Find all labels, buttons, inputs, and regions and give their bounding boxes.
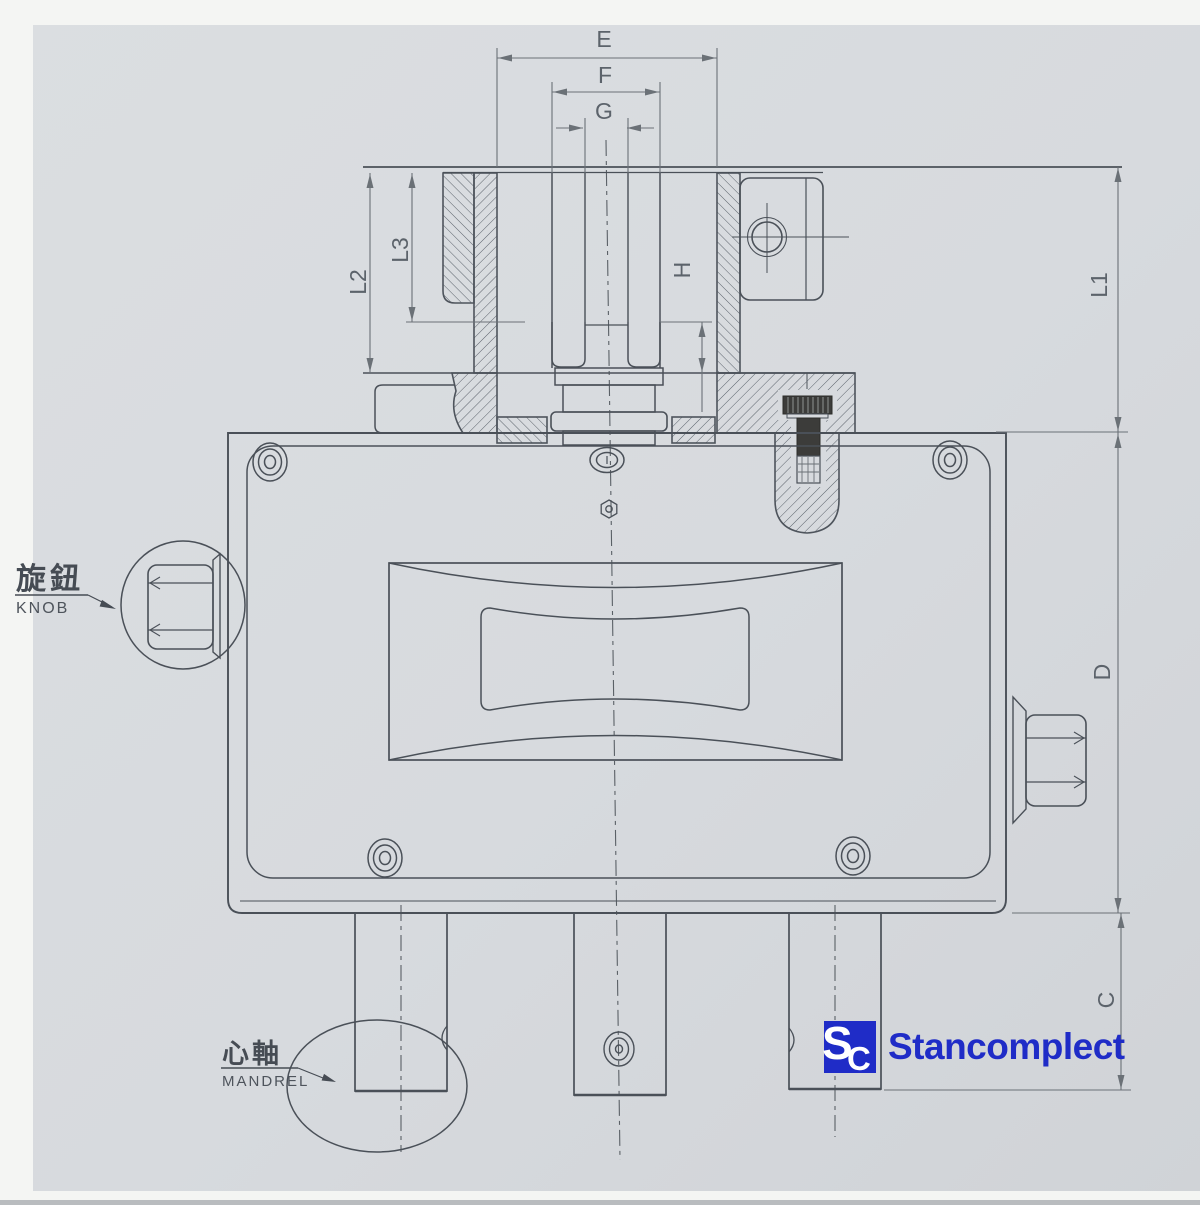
right-knob-hex xyxy=(1025,714,1087,807)
right-knob-washer xyxy=(1012,695,1027,825)
outer-sleeve-left-a xyxy=(442,172,475,304)
right-shaft-break-arc xyxy=(788,1027,795,1053)
logo-monogram-s: S xyxy=(822,1017,853,1069)
main-axis-centerline xyxy=(605,139,621,1161)
mandrel-leader-arrow xyxy=(321,1073,336,1082)
mandrel-label-en: MANDREL xyxy=(222,1073,309,1090)
top-center-hole xyxy=(589,446,625,474)
base-plate-left xyxy=(451,372,498,434)
dimension-labels: E F G L2 L3 H L1 D C xyxy=(345,26,1119,1008)
pillow-bottom-arc xyxy=(388,734,843,761)
mandrel-callout: 心軸 MANDREL xyxy=(221,1039,336,1090)
knob-callout: 旋鈕 KNOB xyxy=(15,562,116,617)
center-hex-screw xyxy=(600,499,618,519)
screw-knurled-head xyxy=(782,395,833,415)
pillow-emboss xyxy=(388,562,843,761)
middle-shaft-hole xyxy=(603,1031,635,1067)
thread-lines xyxy=(798,457,819,482)
logo-square xyxy=(824,1021,876,1073)
dim-label-c: C xyxy=(1093,992,1119,1009)
knob-label-en: KNOB xyxy=(16,600,69,617)
knurl-lines xyxy=(787,397,829,413)
nut-stack-bottom xyxy=(562,430,656,446)
stancomplect-logo: S C Stancomplect xyxy=(822,1017,1125,1077)
dim-label-e: E xyxy=(596,26,611,52)
seat-block-left xyxy=(496,416,548,444)
left-knob-hex xyxy=(147,564,214,650)
collet-foot-left xyxy=(551,322,586,368)
knob-leader-arrow xyxy=(99,599,116,609)
knob-label-zh: 旋鈕 xyxy=(16,562,84,596)
screw-thread-tip xyxy=(796,455,821,484)
body-outline xyxy=(227,432,1007,914)
outer-sleeve-right xyxy=(716,172,741,374)
dim-label-f: F xyxy=(598,62,612,88)
knob-detail-circle xyxy=(120,540,246,670)
logo-monogram-c: C xyxy=(847,1040,871,1077)
dim-label-l2: L2 xyxy=(345,269,371,295)
spindle-assembly xyxy=(363,166,1122,446)
mandrel-shafts xyxy=(286,912,882,1153)
dim-label-g: G xyxy=(595,98,613,124)
dimension-arrows xyxy=(366,54,1125,1089)
right-knob xyxy=(1012,695,1087,825)
corner-screws xyxy=(252,440,968,878)
collet-foot-right xyxy=(627,322,661,368)
scan-border-left xyxy=(0,0,33,1200)
mandrel-label-zh: 心軸 xyxy=(222,1039,282,1069)
left-shaft-break-arc xyxy=(441,1025,448,1051)
outer-sleeve-left-b xyxy=(473,172,498,374)
scan-border-top xyxy=(0,0,1200,25)
front-panel xyxy=(246,445,991,879)
screw-shank xyxy=(796,417,821,457)
dimension-lines xyxy=(369,48,1131,1091)
clamp-bracket xyxy=(739,177,824,301)
pillow-top-arc xyxy=(388,562,843,589)
dim-label-h: H xyxy=(669,262,695,279)
seat-block-right xyxy=(671,416,716,444)
left-knob xyxy=(120,540,246,670)
main-body xyxy=(227,432,1007,914)
scan-border-bottom xyxy=(0,1191,1200,1200)
pillow-outer-rect xyxy=(388,562,843,761)
dim-label-l3: L3 xyxy=(387,237,413,263)
dim-label-l1: L1 xyxy=(1086,272,1112,298)
dim-label-d: D xyxy=(1089,664,1115,681)
pillow-inner-shape xyxy=(480,607,750,711)
mandrel-detail-circle xyxy=(286,1019,468,1153)
logo-wordmark: Stancomplect xyxy=(888,1026,1125,1067)
